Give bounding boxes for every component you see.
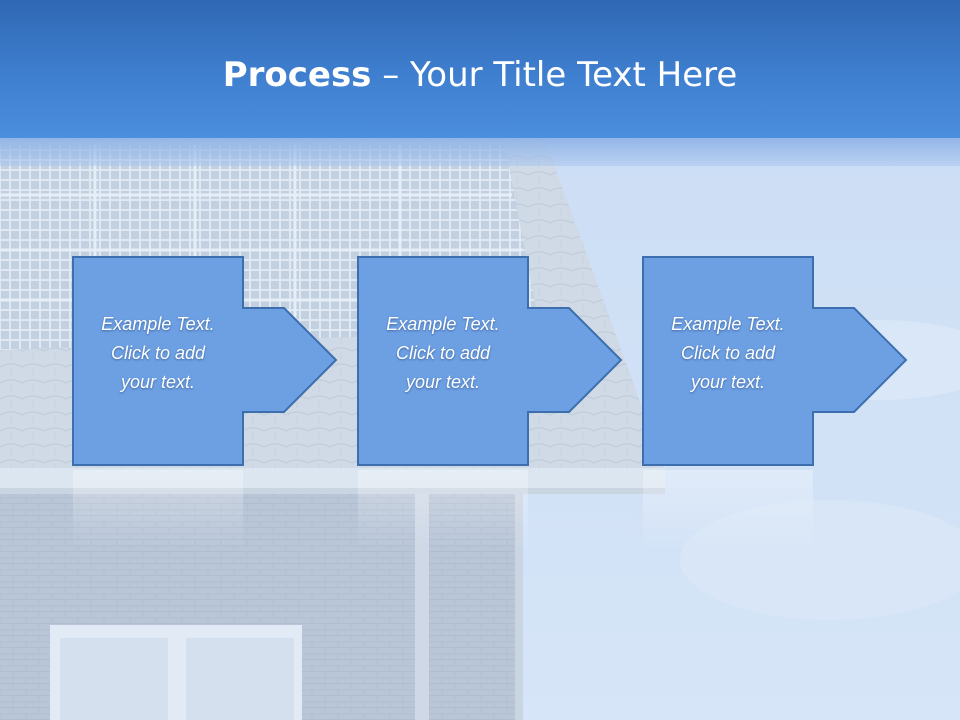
step-reflection (643, 470, 813, 550)
process-step-2[interactable]: Example Text. Click to add your text. (357, 256, 697, 468)
step-text[interactable]: Example Text. Click to add your text. (72, 310, 244, 397)
arrow-box-shape (357, 256, 623, 466)
step-text-line: your text. (690, 372, 766, 392)
title-banner (0, 0, 960, 138)
process-step-3[interactable]: Example Text. Click to add your text. (642, 256, 960, 468)
step-text-line: Click to add (395, 343, 491, 363)
process-step-1[interactable]: Example Text. Click to add your text. (72, 256, 412, 468)
step-text-line: Click to add (680, 343, 776, 363)
arrow-box-shape (72, 256, 338, 466)
step-text[interactable]: Example Text. Click to add your text. (357, 310, 529, 397)
step-text-line: Click to add (110, 343, 206, 363)
step-text[interactable]: Example Text. Click to add your text. (642, 310, 814, 397)
step-reflection (358, 470, 528, 550)
arrow-box-shape (642, 256, 908, 466)
title-rest-part: – Your Title Text Here (371, 55, 738, 95)
step-text-line: your text. (120, 372, 196, 392)
step-text-line: Example Text. (101, 314, 215, 334)
title-bold-part: Process (222, 55, 372, 95)
step-text-line: Example Text. (386, 314, 500, 334)
title-banner-strip (0, 138, 960, 166)
step-text-line: Example Text. (671, 314, 785, 334)
step-reflection (73, 470, 243, 550)
slide-title[interactable]: Process – Your Title Text Here (0, 50, 960, 100)
step-text-line: your text. (405, 372, 481, 392)
